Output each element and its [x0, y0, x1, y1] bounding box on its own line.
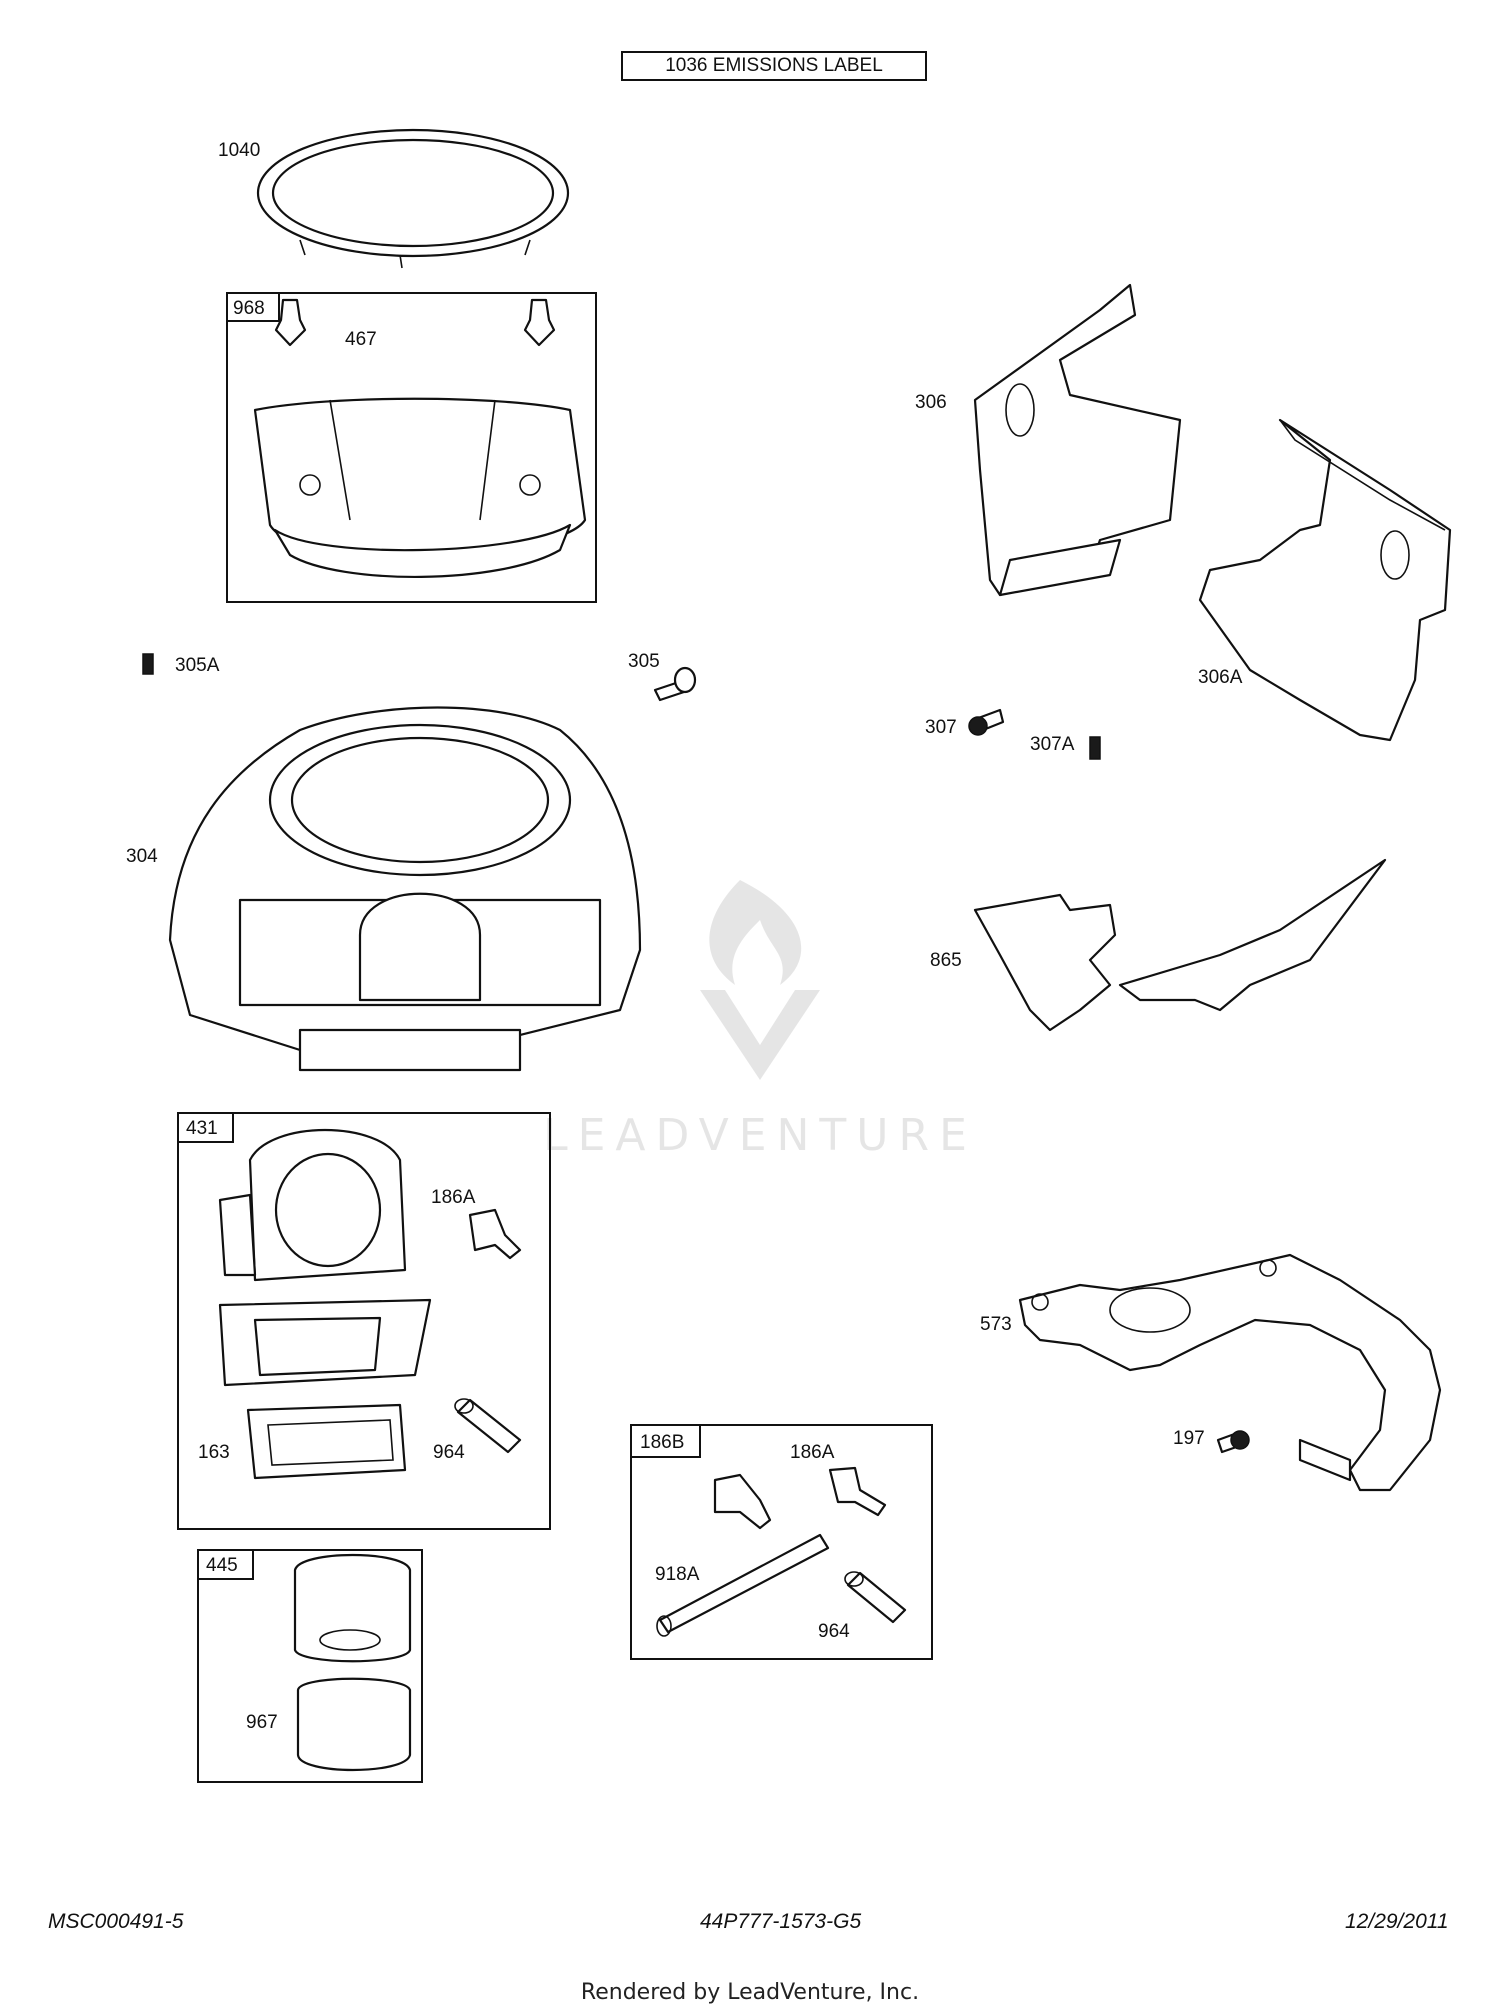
- emissions-label-text: 1036 EMISSIONS LABEL: [665, 55, 883, 76]
- footer-rendered-by: Rendered by LeadVenture, Inc.: [580, 1980, 920, 2005]
- part-967-pre-cleaner: [296, 1677, 412, 1772]
- part-431-air-cleaner-base: [218, 1129, 432, 1387]
- kit-box-968-label: 968: [233, 298, 265, 319]
- kit-box-431: [177, 1112, 551, 1530]
- part-445-air-filter: [293, 1553, 412, 1663]
- callout-306a: 306A: [1198, 667, 1243, 688]
- callout-304: 304: [126, 846, 158, 867]
- part-197-screw: [1216, 1430, 1250, 1454]
- callout-163: 163: [198, 1442, 230, 1463]
- part-918a-hose: [656, 1533, 830, 1637]
- kit-box-445-label: 445: [206, 1555, 238, 1576]
- footer-date: 12/29/2011: [1345, 1910, 1449, 1933]
- callout-307: 307: [925, 717, 957, 738]
- callout-918a: 918A: [655, 1564, 700, 1585]
- footer-diagram-id: MSC000491-5: [48, 1910, 184, 1933]
- callout-186a-left: 186A: [431, 1187, 476, 1208]
- part-964-tube-right: [844, 1571, 907, 1624]
- part-163-gasket: [246, 1403, 407, 1480]
- callout-865: 865: [930, 950, 962, 971]
- callout-306: 306: [915, 392, 947, 413]
- kit-box-186b-label: 186B: [640, 1432, 684, 1453]
- part-968-cover: [253, 397, 587, 579]
- kit-box-431-label: 431: [186, 1118, 218, 1139]
- part-304-blower-housing: [168, 706, 642, 1072]
- callout-967: 967: [246, 1712, 278, 1733]
- callout-186a-right: 186A: [790, 1442, 835, 1463]
- callout-197: 197: [1173, 1428, 1205, 1449]
- kit-box-968: [226, 292, 597, 603]
- part-964-tube-left: [454, 1398, 522, 1454]
- emissions-label-callout: 1036 EMISSIONS LABEL: [621, 51, 927, 81]
- callout-467: 467: [345, 329, 377, 350]
- callout-964-left: 964: [433, 1442, 465, 1463]
- callout-305: 305: [628, 651, 660, 672]
- part-305a-screw: [142, 653, 154, 675]
- part-865-baffle: [973, 858, 1387, 1032]
- part-307-bolt: [968, 708, 1005, 736]
- kit-box-186b: [630, 1424, 933, 1660]
- callout-573: 573: [980, 1314, 1012, 1335]
- watermark-text: LEADVENTURE: [543, 1110, 977, 1161]
- callout-964-right: 964: [818, 1621, 850, 1642]
- part-307a-screw: [1089, 736, 1101, 760]
- leadventure-watermark: LEADVENTURE: [543, 880, 977, 1161]
- kit-box-445: [197, 1549, 423, 1783]
- part-305-bolt: [653, 666, 697, 702]
- part-186b-fittings: [713, 1466, 887, 1530]
- part-467-clips: [274, 298, 556, 347]
- part-306a-shroud: [1198, 418, 1452, 742]
- callout-305a: 305A: [175, 655, 220, 676]
- part-186a-fitting-left: [468, 1208, 522, 1260]
- callout-307a: 307A: [1030, 734, 1075, 755]
- footer-part-number: 44P777-1573-G5: [700, 1910, 862, 1933]
- part-306-shroud: [973, 283, 1182, 597]
- part-1040-ring: [256, 128, 570, 269]
- part-573-shield: [1018, 1253, 1442, 1492]
- callout-1040: 1040: [218, 140, 260, 161]
